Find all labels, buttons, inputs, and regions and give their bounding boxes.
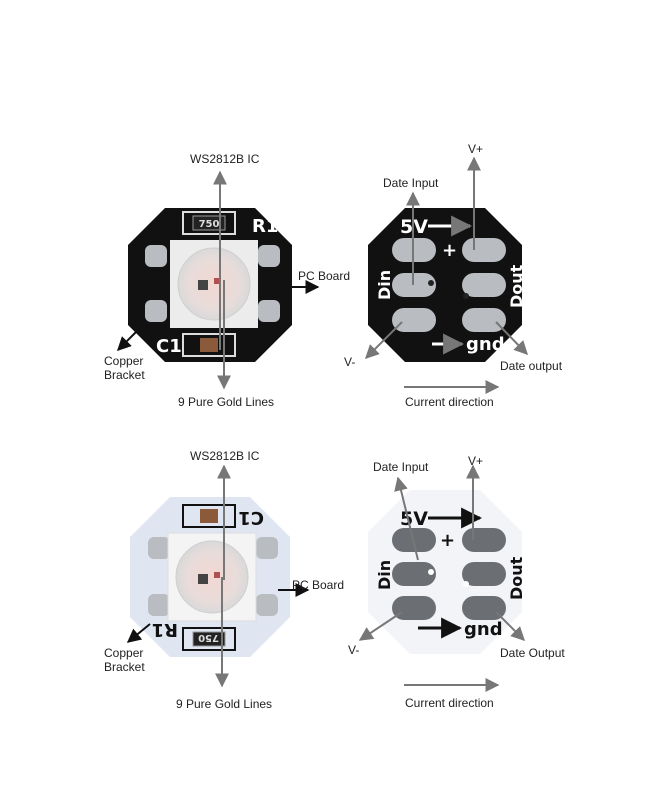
resistor-outline [182,627,236,651]
arrow-copper-bracket [126,623,151,643]
solder-pad [462,562,506,586]
via-hole [463,581,469,587]
label-vplus: V+ [468,454,484,468]
silk-dout: Dout [507,556,526,600]
arrow-vminus [358,611,403,641]
silk-dout: Dout [507,264,526,308]
copper-pad [256,537,278,559]
top-right-black-pcb-back: 5V + Din Dout gnd [368,208,526,362]
silk-plus: + [442,240,457,261]
label-gold-lines: 9 Pure Gold Lines [176,697,273,711]
solder-pad [462,238,506,262]
via-hole [463,293,469,299]
silk-din: Din [375,560,394,590]
bottom-left-white-pcb-front: C1 750 R1 [130,497,290,657]
silk-gnd: gnd [466,334,505,355]
resistor-outline [182,211,236,235]
silk-5v: 5V [400,216,428,238]
silk-r1: R1 [152,619,178,640]
bottom-right-white-pcb-back: 5V + Din Dout gnd [368,490,526,654]
capacitor [200,509,218,523]
silk-gnd: gnd [464,619,503,640]
resistor-code: 750 [198,632,219,643]
silk-c1: C1 [156,336,182,357]
silk-c1: C1 [238,507,264,528]
via-hole [428,569,434,575]
solder-pad [462,596,506,620]
arrow-copper-bracket [117,329,139,351]
label-pc-board: PC Board [298,269,351,283]
led-lens [175,540,249,614]
copper-pad [145,300,167,322]
solder-pad [462,308,506,332]
led-chip [214,278,220,284]
copper-pad [145,245,167,267]
label-date-input: Date Input [373,460,429,474]
copper-pad [256,594,278,616]
copper-pad [258,300,280,322]
label-copper-bracket: Copper Bracket [104,354,145,382]
capacitor [200,338,218,352]
resistor [192,215,226,231]
capacitor-outline [182,504,236,528]
solder-pad [392,596,436,620]
label-vplus: V+ [468,142,484,156]
silk-din: Din [375,270,394,300]
silk-r1: R1 [252,216,278,237]
arrow-date-output [495,611,525,641]
copper-pad [148,594,170,616]
via-hole [428,280,434,286]
label-date-input: Date Input [383,176,439,190]
resistor-code: 750 [199,219,220,230]
solder-pad [392,308,436,332]
label-pc-board: PC Board [292,578,345,592]
label-date-output: Date output [500,359,563,373]
resistor [192,631,226,647]
label-ws2812b-ic: WS2812B IC [190,152,260,166]
label-copper-bracket: Copper Bracket [104,646,145,674]
label-ws2812b-ic: WS2812B IC [190,449,260,463]
silk-5v: 5V [400,508,428,530]
arrow-vminus [365,321,403,359]
label-vminus: V- [344,355,356,369]
solder-pad [392,562,436,586]
silk-plus: + [440,530,455,551]
copper-pad [148,537,170,559]
arrow-date-output [495,321,528,356]
led-chip [214,572,220,578]
label-current-direction: Current direction [405,395,494,409]
arrow-date-input [394,476,419,561]
copper-pad [258,245,280,267]
solder-pad [462,273,506,297]
label-date-output: Date Output [500,646,565,660]
top-left-black-pcb-front: 750 R1 C1 [128,208,292,362]
led-chip [198,280,208,290]
label-vminus: V- [348,643,360,657]
label-current-direction: Current direction [405,696,494,710]
capacitor-outline [182,333,236,357]
label-gold-lines: 9 Pure Gold Lines [178,395,275,409]
led-chip [198,574,208,584]
solder-pad [462,528,506,552]
